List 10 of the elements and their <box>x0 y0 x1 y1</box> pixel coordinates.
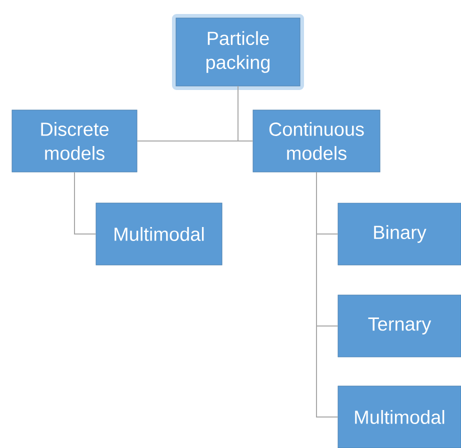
connector-line <box>238 86 254 142</box>
process-box: Multimodal <box>338 386 461 448</box>
process-box: Particle packing <box>172 14 304 90</box>
process-box: Binary <box>338 202 461 266</box>
connector-line <box>316 172 338 418</box>
connector-line <box>74 172 96 234</box>
process-box: Multimodal <box>96 202 222 266</box>
process-box: Ternary <box>338 294 461 358</box>
process-box: Continuous models <box>252 110 380 172</box>
process-box: Discrete models <box>12 110 138 172</box>
